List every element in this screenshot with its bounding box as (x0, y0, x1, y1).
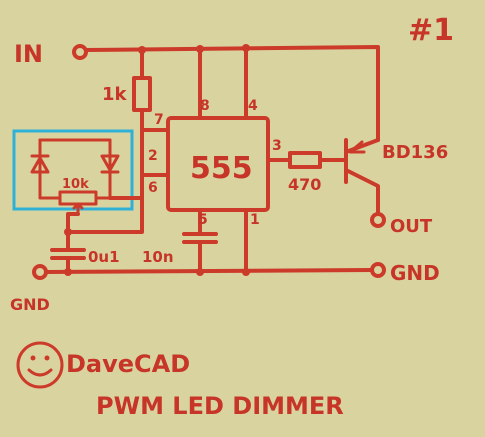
signature: DaveCAD (66, 350, 190, 378)
pin-label-6: 6 (148, 180, 158, 196)
label-c-timing: 0u1 (88, 248, 120, 266)
junction-dot (196, 268, 204, 276)
label-in: IN (14, 40, 43, 68)
ic-555-body (166, 116, 270, 212)
sheet-number: #1 (408, 13, 454, 48)
potentiometer-10k (58, 190, 98, 206)
ic-label: 555 (190, 151, 253, 186)
pin-label-5: 5 (198, 212, 208, 228)
label-r-base: 470 (288, 175, 321, 194)
junction-dot (242, 268, 250, 276)
transistor-collector (344, 168, 380, 216)
label-c-ctrl: 10n (142, 248, 174, 266)
transistor-arrow (348, 140, 366, 154)
wire (66, 212, 80, 234)
resistor-1k (132, 76, 152, 112)
sheet-title: PWM LED DIMMER (96, 392, 344, 420)
pin-label-7: 7 (154, 112, 164, 128)
smiley-eye-icon (44, 355, 50, 361)
diode-left (30, 154, 50, 174)
wire (66, 198, 144, 234)
label-gnd-right: GND (390, 261, 440, 285)
pin-label-3: 3 (272, 138, 282, 154)
smiley-mouth-icon (27, 368, 53, 377)
pin-label-4: 4 (248, 98, 258, 114)
label-gnd-left: GND (10, 295, 50, 314)
pin-label-1: 1 (250, 212, 260, 228)
label-out: OUT (390, 216, 433, 237)
junction-dot (64, 268, 72, 276)
gnd-terminal-right (370, 262, 386, 278)
pin-label-2: 2 (148, 148, 158, 164)
supply-rail (84, 45, 380, 142)
resistor-470 (288, 151, 322, 169)
diode-right (100, 154, 120, 174)
ground-rail (44, 268, 374, 274)
pin-label-8: 8 (200, 98, 210, 114)
smiley-face-icon (16, 341, 64, 389)
label-r-top: 1k (102, 84, 128, 105)
label-r-pot: 10k (62, 177, 89, 192)
smiley-eye-icon (30, 355, 36, 361)
out-terminal (370, 212, 386, 228)
in-terminal (72, 44, 88, 60)
label-transistor: BD136 (382, 142, 448, 163)
wire (38, 138, 62, 200)
